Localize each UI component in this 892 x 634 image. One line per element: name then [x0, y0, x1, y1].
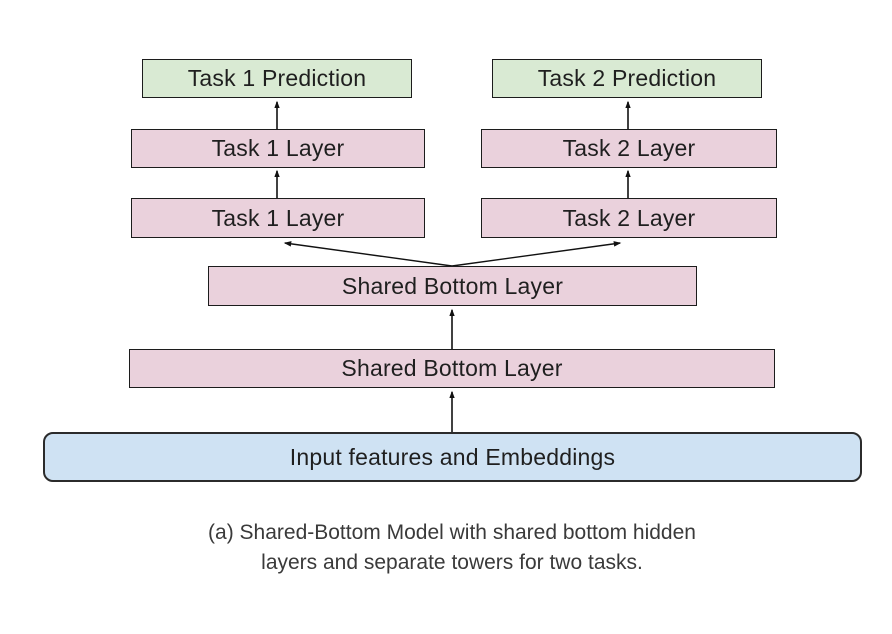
arrow-shared-to-task2-layer — [451, 241, 622, 267]
node-shared-bottom-upper: Shared Bottom Layer — [208, 266, 697, 306]
node-task2-prediction-label: Task 2 Prediction — [537, 65, 717, 91]
figure-caption: (a) Shared-Bottom Model with shared bott… — [46, 518, 858, 578]
node-task2-prediction: Task 2 Prediction — [492, 59, 762, 98]
node-task1-prediction-label: Task 1 Prediction — [187, 65, 367, 91]
node-task2-layer-lower: Task 2 Layer — [481, 198, 777, 238]
node-input-features-label: Input features and Embeddings — [289, 443, 616, 470]
node-task1-layer-lower: Task 1 Layer — [131, 198, 425, 238]
node-input-features: Input features and Embeddings — [43, 432, 862, 482]
node-task2-layer-lower-label: Task 2 Layer — [562, 204, 696, 231]
node-task2-layer-upper-label: Task 2 Layer — [562, 135, 696, 161]
node-shared-bottom-lower-label: Shared Bottom Layer — [341, 355, 563, 381]
node-task1-layer-upper-label: Task 1 Layer — [211, 135, 345, 161]
node-shared-bottom-lower: Shared Bottom Layer — [129, 349, 775, 388]
figure-caption-line1: (a) Shared-Bottom Model with shared bott… — [208, 521, 696, 544]
node-task1-prediction: Task 1 Prediction — [142, 59, 412, 98]
node-task1-layer-lower-label: Task 1 Layer — [211, 204, 345, 231]
figure-caption-line2: layers and separate towers for two tasks… — [261, 551, 643, 574]
node-shared-bottom-upper-label: Shared Bottom Layer — [341, 272, 564, 299]
node-task2-layer-upper: Task 2 Layer — [481, 129, 777, 168]
node-task1-layer-upper: Task 1 Layer — [131, 129, 425, 168]
arrow-shared-to-task1-layer — [283, 241, 453, 267]
